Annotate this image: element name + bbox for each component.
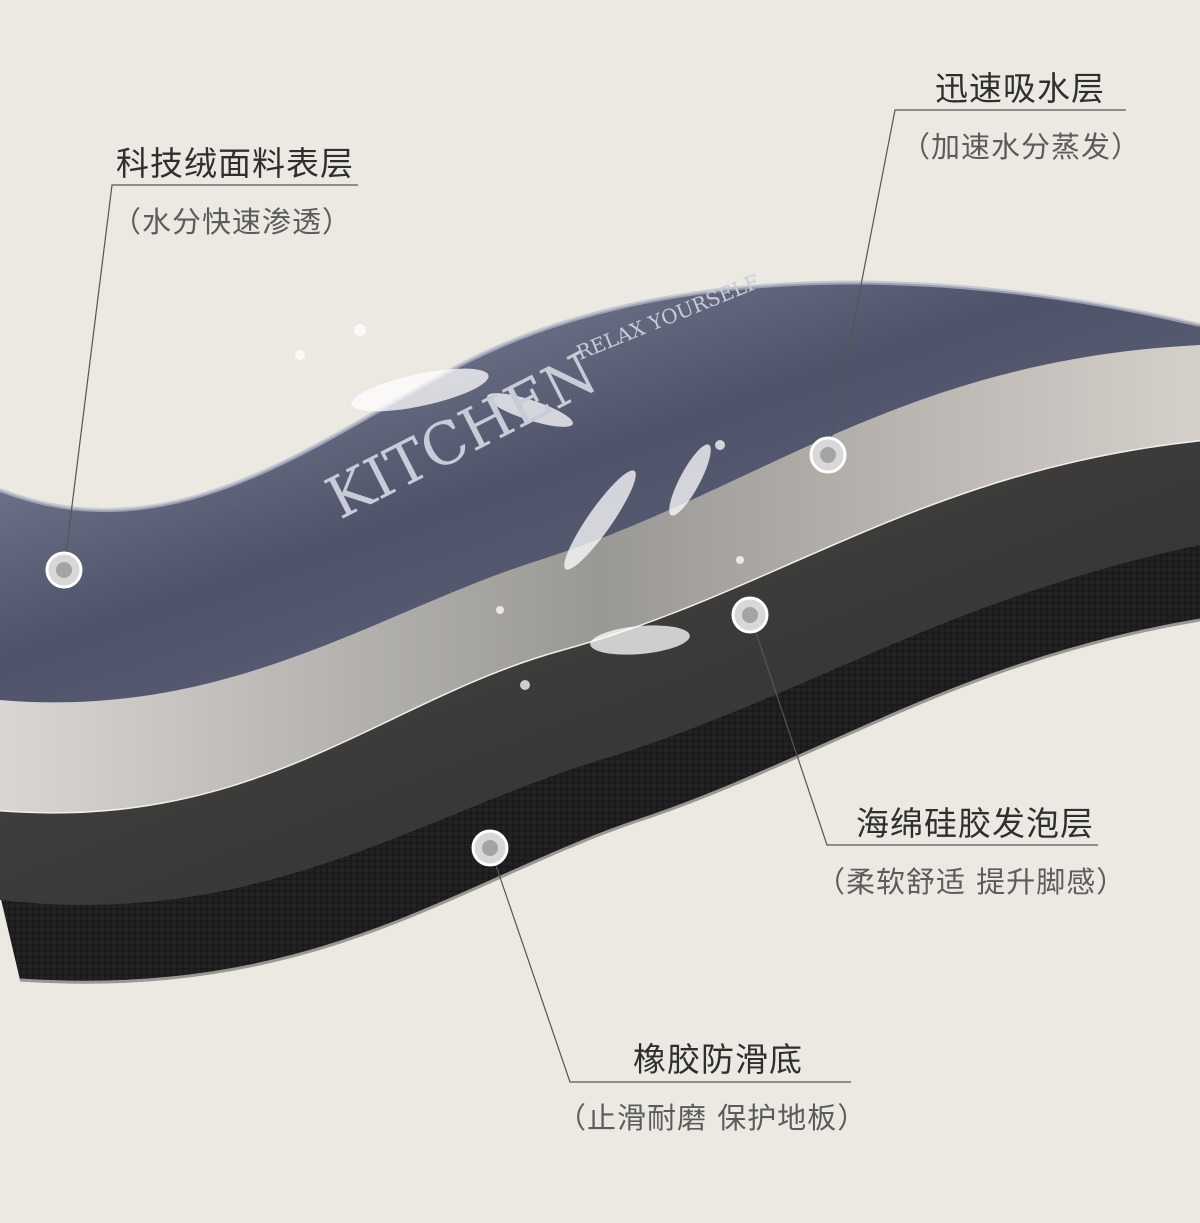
- layer-subtitle: （加速水分蒸发）: [901, 130, 1142, 164]
- layer-title: 科技绒面料表层: [116, 144, 354, 183]
- leader-line-4: [489, 847, 851, 1083]
- foam-layer: [0, 440, 1200, 905]
- absorb-layer: [0, 345, 1200, 813]
- layer-subtitle: （水分快速渗透）: [112, 205, 353, 239]
- layer-markers: [45, 436, 847, 867]
- label-foam-layer: 海绵硅胶发泡层 （柔软舒适 提升脚感）: [816, 797, 1126, 901]
- label-rubber-layer: 橡胶防滑底 （止滑耐磨 保护地板）: [557, 1033, 867, 1137]
- label-fabric-layer: 科技绒面料表层 （水分快速渗透）: [112, 137, 354, 241]
- label-absorb-layer: 迅速吸水层 （加速水分蒸发）: [901, 62, 1141, 166]
- marker-4: [471, 829, 509, 867]
- layer-title: 橡胶防滑底: [633, 1040, 803, 1079]
- marker-3: [731, 596, 769, 634]
- leader-line-2: [827, 109, 1126, 456]
- water-splash: [295, 324, 744, 690]
- layer-title: 迅速吸水层: [935, 69, 1105, 108]
- layer-title: 海绵硅胶发泡层: [856, 804, 1094, 843]
- marker-1: [45, 551, 83, 589]
- layer-subtitle: （止滑耐磨 保护地板）: [557, 1101, 868, 1135]
- top-fabric-highlight: [0, 280, 1200, 513]
- marker-2: [809, 436, 847, 474]
- rubber-edge: [19, 618, 1200, 984]
- layer-subtitle: （柔软舒适 提升脚感）: [816, 865, 1127, 899]
- top-fabric-layer: [0, 282, 1200, 703]
- leader-line-1: [63, 184, 358, 571]
- rubber-layer: [0, 540, 1200, 983]
- leader-line-3: [749, 614, 1098, 846]
- leader-lines: [63, 109, 1126, 1083]
